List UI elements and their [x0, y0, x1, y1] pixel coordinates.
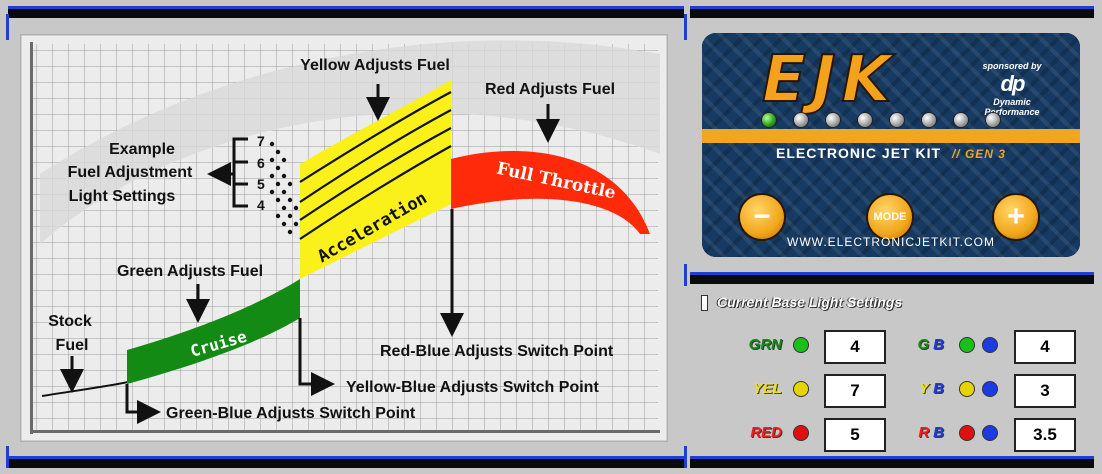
green-adjusts-fuel-label: Green Adjusts Fuel [117, 263, 263, 280]
axis-x [30, 430, 660, 433]
light-label: YEL [752, 380, 782, 397]
stock-fuel-curve [41, 381, 129, 397]
switch-color-dot-icon [960, 338, 974, 352]
scale-number-5: 5 [257, 176, 265, 192]
sponsor-top-text: sponsored by [982, 61, 1042, 71]
switch-value-box[interactable]: 4 [1014, 330, 1076, 364]
switch-value-box[interactable]: 3.5 [1014, 418, 1076, 452]
switch-pair-blue-letter: B [933, 424, 944, 441]
stock-fuel-label-line1: Stock [48, 313, 92, 330]
switch-pair-color-letter: R [918, 424, 930, 441]
top-border-right [690, 6, 1094, 18]
light-dot-icon [794, 426, 808, 440]
switch-pair-color-letter: Y [919, 380, 930, 397]
light-value-box[interactable]: 4 [824, 330, 886, 364]
led-indicator-icon [858, 113, 872, 127]
scale-number-6: 6 [257, 155, 265, 171]
bottom-border-right [690, 456, 1094, 468]
example-label-line3: Light Settings [69, 188, 176, 205]
annotation-arrows [60, 84, 560, 424]
sponsor-bottom-text: Dynamic Performance [984, 97, 1040, 117]
light-dot-icon [794, 338, 808, 352]
fuel-adjustment-lines [299, 91, 452, 240]
plus-button[interactable]: + [994, 195, 1038, 239]
green-blue-switch-label: Green-Blue Adjusts Switch Point [166, 405, 416, 422]
acceleration-zone [300, 80, 451, 279]
switch-value-box[interactable]: 3 [1014, 374, 1076, 408]
yellow-adjusts-fuel-label: Yellow Adjusts Fuel [300, 57, 450, 74]
top-border-left [8, 6, 684, 18]
minus-button[interactable]: − [740, 195, 784, 239]
light-value-box[interactable]: 5 [824, 418, 886, 452]
led-indicator-icon [986, 113, 1000, 127]
light-value-box[interactable]: 7 [824, 374, 886, 408]
led-indicator-icon [922, 113, 936, 127]
settings-title: Current Base Light Settings [717, 294, 903, 310]
watermark-swoosh [40, 40, 660, 244]
settings-header: Current Base Light Settings [696, 294, 1094, 312]
bottom-border-left [8, 456, 684, 468]
switch-color-dot-icon [960, 382, 974, 396]
led-indicator-icon [794, 113, 808, 127]
example-label-line2: Fuel Adjustment [68, 164, 193, 181]
red-adjusts-fuel-label: Red Adjusts Fuel [485, 81, 615, 98]
orange-stripe [702, 129, 1080, 143]
ejk-logo: EJK [761, 42, 898, 118]
website-url: WWW.ELECTRONICJETKIT.COM [787, 235, 995, 249]
axis-y [30, 42, 33, 434]
led-indicator-icon [954, 113, 968, 127]
switch-blue-dot-icon [983, 382, 997, 396]
switch-blue-dot-icon [983, 338, 997, 352]
light-dot-icon [794, 382, 808, 396]
frame-tick [684, 14, 687, 40]
led-indicator-icon [890, 113, 904, 127]
scale-number-4: 4 [257, 197, 265, 213]
generation-label: // GEN 3 [951, 147, 1006, 161]
sponsor-logo: sponsored by dp Dynamic Performance [982, 61, 1042, 117]
fuel-map-diagram: Cruise Acceleration Full Throttle 7 6 5 … [20, 34, 668, 442]
cruise-zone [127, 279, 300, 384]
fuel-step-dots [269, 141, 299, 235]
controller-title: ELECTRONIC JET KIT // GEN 3 [702, 145, 1080, 161]
dp-logo-icon: dp [1000, 71, 1026, 96]
red-blue-switch-label: Red-Blue Adjusts Switch Point [380, 343, 614, 360]
light-label: RED [750, 424, 782, 441]
led-indicator-icon [826, 113, 840, 127]
switch-blue-dot-icon [983, 426, 997, 440]
header-marker-icon [702, 296, 707, 311]
scale-number-7: 7 [257, 133, 265, 149]
example-label-line1: Example [109, 141, 175, 158]
mode-button[interactable]: MODE [868, 195, 912, 239]
switch-pair-blue-letter: B [933, 336, 944, 353]
mid-border-right [690, 272, 1094, 284]
yellow-blue-switch-label: Yellow-Blue Adjusts Switch Point [346, 379, 599, 396]
controller-title-text: ELECTRONIC JET KIT [776, 145, 942, 161]
scale-bracket [207, 137, 248, 208]
switch-pair-color-letter: G [917, 336, 930, 353]
switch-pair-blue-letter: B [933, 380, 944, 397]
stock-fuel-label-line2: Fuel [56, 337, 89, 354]
led-row [762, 113, 1000, 127]
ejk-controller-panel: EJK sponsored by dp Dynamic Performance … [702, 33, 1080, 257]
frame-tick [684, 446, 687, 468]
frame-tick [684, 264, 687, 286]
full-throttle-zone [451, 151, 650, 234]
led-indicator-icon [762, 113, 776, 127]
light-label: GRN [748, 336, 782, 353]
frame-tick [6, 446, 9, 468]
switch-color-dot-icon [960, 426, 974, 440]
frame-tick [6, 14, 9, 40]
